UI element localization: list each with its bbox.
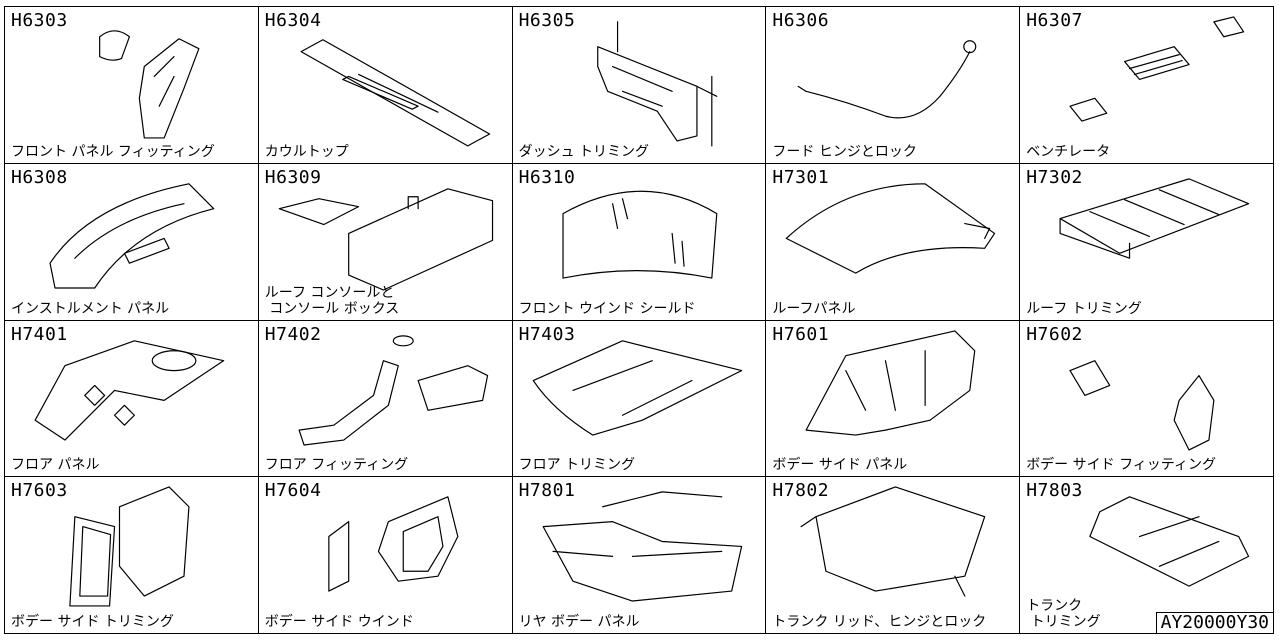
part-cell-h7602[interactable]: H7602 ボデー サイド フィッティング <box>1020 320 1274 478</box>
part-name: リヤ ボデー パネル <box>518 614 640 630</box>
part-code: H7801 <box>518 480 576 502</box>
body-side-fitting-icon <box>1069 359 1215 451</box>
part-name: フード ヒンジとロック <box>772 143 917 160</box>
part-cell-h7802[interactable]: H7802 トランク リッド、ヒンジとロック <box>766 477 1021 634</box>
part-code: H7604 <box>264 480 322 502</box>
part-cell-h7801[interactable]: H7801 リヤ ボデー パネル <box>512 477 767 634</box>
part-cell-h7803[interactable]: H7803 トランク トリミング <box>1020 477 1274 634</box>
front-panel-fitting-icon <box>99 30 200 139</box>
part-cell-h7403[interactable]: H7403 フロア トリミング <box>512 320 767 478</box>
part-name: ボデー サイド トリミング <box>11 614 174 630</box>
body-side-panel-icon <box>805 329 976 436</box>
floor-panel-icon <box>34 339 225 441</box>
part-code: H7301 <box>772 166 830 188</box>
parts-category-grid: H6303 フロント パネル フィッティング H6304 カウルトップ H6305 ダッシ… <box>4 6 1274 634</box>
part-cell-h7302[interactable]: H7302 ルーフ トリミング <box>1020 163 1274 321</box>
part-code: H7603 <box>11 480 68 502</box>
part-cell-h6305[interactable]: H6305 ダッシュ トリミング <box>512 7 767 164</box>
part-code: H7802 <box>772 480 830 502</box>
trunk-lid-icon <box>800 486 986 597</box>
part-cell-h7603[interactable]: H7603 ボデー サイド トリミング <box>5 477 259 634</box>
part-code: H7302 <box>1026 166 1083 188</box>
part-name: フロア フィッティング <box>264 457 409 474</box>
body-side-trimming-icon <box>69 486 190 607</box>
part-code: H6310 <box>518 166 576 188</box>
floor-fitting-icon <box>298 334 488 446</box>
part-cell-h6308[interactable]: H6308 インストルメント パネル <box>5 163 259 321</box>
part-name: ベンチレータ <box>1026 143 1111 160</box>
part-cell-h6304[interactable]: H6304 カウルトップ <box>258 7 513 164</box>
part-code: H6307 <box>1026 10 1083 31</box>
windshield-icon <box>562 190 717 279</box>
trunk-trimming-icon <box>1089 496 1250 587</box>
part-name: ボデー サイド パネル <box>772 457 908 474</box>
cowl-top-icon <box>300 39 490 147</box>
part-cell-h7604[interactable]: H7604 ボデー サイド ウインド <box>258 477 513 634</box>
roof-trimming-icon <box>1059 178 1250 259</box>
part-code: H7401 <box>11 323 68 345</box>
part-code: H6308 <box>11 166 68 188</box>
part-name: インストルメント パネル <box>11 300 170 317</box>
part-name: ルーフ コンソールと コンソール ボックス <box>264 284 400 317</box>
part-cell-h6303[interactable]: H6303 フロント パネル フィッティング <box>5 7 259 164</box>
floor-trimming-icon <box>532 339 742 436</box>
part-cell-h7402[interactable]: H7402 フロア フィッティング <box>258 320 513 478</box>
part-code: H6306 <box>772 10 830 31</box>
part-name: ダッシュ トリミング <box>518 143 650 160</box>
part-code: H7403 <box>518 323 576 345</box>
part-cell-h7601[interactable]: H7601 ボデー サイド パネル <box>766 320 1021 478</box>
part-name: フロア パネル <box>11 457 100 474</box>
ventilator-icon <box>1069 16 1245 122</box>
part-code: H7402 <box>264 323 322 345</box>
part-code: H6305 <box>518 10 576 31</box>
part-name: フロント ウインド シールド <box>518 300 696 317</box>
console-box-icon <box>278 187 493 291</box>
part-cell-h6306[interactable]: H6306 フード ヒンジとロック <box>766 7 1021 164</box>
instrument-panel-icon <box>49 182 215 289</box>
hood-hinge-lock-icon <box>797 40 977 119</box>
part-name: トランク トリミング <box>1026 598 1101 630</box>
part-name: ルーフパネル <box>772 300 856 317</box>
part-code: H6309 <box>264 166 322 188</box>
part-code: H7601 <box>772 323 830 345</box>
part-cell-h6309[interactable]: H6309 ルーフ コンソールと コンソール ボックス <box>258 163 513 321</box>
roof-panel-icon <box>786 182 996 274</box>
part-name: フロア トリミング <box>518 457 636 474</box>
part-cell-h6310[interactable]: H6310 フロント ウインド シールド <box>512 163 767 321</box>
part-code: H6303 <box>11 10 68 31</box>
part-code: H7803 <box>1026 480 1083 502</box>
rear-body-panel-icon <box>542 491 742 602</box>
dash-trimming-icon <box>596 21 717 147</box>
diagram-id-label: AY20000Y30 <box>1155 612 1274 634</box>
part-name: フロント パネル フィッティング <box>11 143 215 160</box>
part-cell-h7301[interactable]: H7301 ルーフパネル <box>766 163 1021 321</box>
part-name: カウルトップ <box>264 143 349 160</box>
part-name: ボデー サイド ウインド <box>264 614 414 630</box>
part-cell-h7401[interactable]: H7401 フロア パネル <box>5 320 259 478</box>
part-cell-h6307[interactable]: H6307 ベンチレータ <box>1020 7 1274 164</box>
part-name: ボデー サイド フィッティング <box>1026 457 1216 474</box>
part-name: トランク リッド、ヒンジとロック <box>772 614 987 630</box>
body-side-window-icon <box>328 496 459 592</box>
part-name: ルーフ トリミング <box>1026 300 1142 317</box>
part-code: H7602 <box>1026 323 1083 345</box>
part-code: H6304 <box>264 10 322 31</box>
